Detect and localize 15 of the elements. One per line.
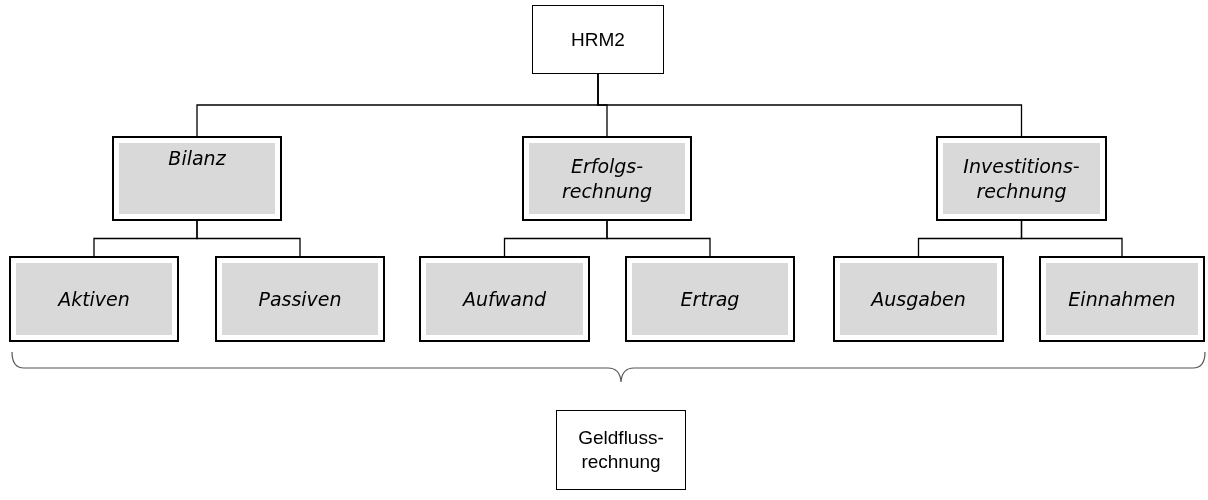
category-box: Ertrag (625, 256, 795, 342)
category-box: Aktiven (9, 256, 179, 342)
category-box: Aufwand (419, 256, 590, 342)
connector-line (606, 220, 711, 257)
category-box: Bilanz (112, 136, 282, 221)
category-box: Investitions- rechnung (936, 136, 1107, 221)
category-box: Erfolgs- rechnung (522, 136, 692, 221)
heading-box: HRM2 (532, 5, 664, 74)
connector-line (1020, 220, 1123, 257)
category-box: Einnahmen (1039, 256, 1205, 342)
connector-line (597, 73, 1023, 137)
connector-line (196, 220, 301, 257)
category-box: Ausgaben (833, 256, 1004, 342)
category-box: Passiven (215, 256, 385, 342)
heading-box: Geldfluss- rechnung (556, 410, 686, 490)
